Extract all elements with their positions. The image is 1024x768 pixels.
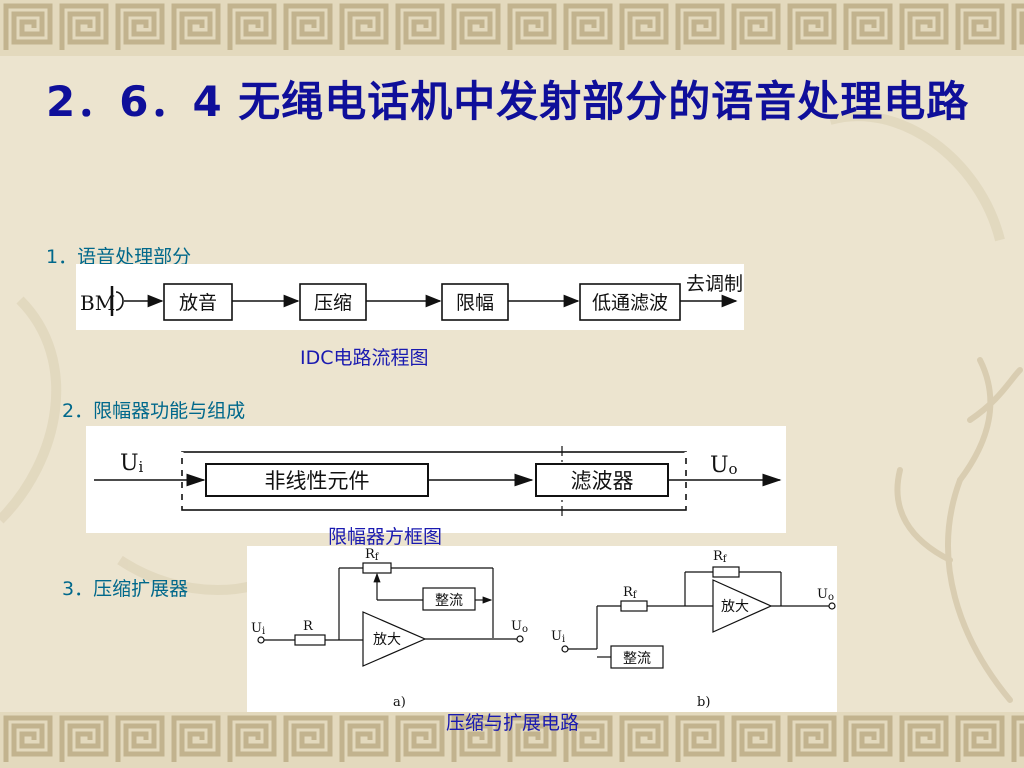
mic-label: BM (80, 291, 115, 315)
circuit-b-ui: Ui (551, 629, 565, 645)
section1-heading: 1．语音处理部分 (46, 246, 192, 268)
block-compress-label: 压缩 (314, 292, 352, 314)
block-playback-label: 放音 (179, 292, 217, 314)
section1-caption: IDC电路流程图 (300, 347, 429, 369)
block-filter-label: 滤波器 (571, 469, 634, 493)
block-limit (441, 283, 509, 321)
block-nonlinear (205, 463, 429, 497)
block-lowpass (579, 283, 681, 321)
compander-circuits: Ui R Rf 整流 放大 Uo a) Ui Rf Rf 放大 (247, 546, 837, 712)
circuit-b-rf-top: Rf (713, 549, 728, 565)
output-label: 去调制 (686, 273, 743, 295)
circuit-a-rf: Rf (365, 547, 380, 563)
circuit-b-rectifier: 整流 (623, 651, 651, 667)
circuit-a-ui: Ui (251, 621, 265, 637)
top-border-pattern (0, 0, 1024, 56)
block-lowpass-label: 低通滤波 (592, 292, 668, 314)
circuit-a-r: R (303, 619, 314, 634)
circuit-b-rf: Rf (623, 585, 638, 601)
bottom-border-pattern (0, 712, 1024, 768)
circuit-b-amp: 放大 (721, 599, 749, 615)
section2-caption: 限幅器方框图 (328, 526, 443, 548)
circuit-b-uo: Uo (817, 587, 834, 603)
ui-label: Ui (120, 451, 144, 476)
section3-caption: 压缩与扩展电路 (446, 712, 580, 734)
circuit-a-uo: Uo (511, 619, 528, 635)
circuit-b-tag: b) (697, 695, 710, 710)
branch-decoration (894, 357, 1023, 703)
limiter-block-diagram: Ui 非线性元件 滤波器 Uo (86, 426, 786, 533)
circuit-b (561, 566, 836, 669)
block-playback (163, 283, 233, 321)
slide-title: 2．6．4 无绳电话机中发射部分的语音处理电路 (46, 77, 970, 126)
circuit-a-rectifier: 整流 (435, 593, 463, 609)
circuit-a-tag: a) (393, 695, 406, 710)
block-nonlinear-label: 非线性元件 (265, 469, 370, 493)
idc-flow-diagram: BM 放音 压缩 限幅 低通滤波 去调制 (76, 264, 744, 330)
block-limit-label: 限幅 (456, 292, 494, 314)
mic-icon (115, 291, 124, 311)
uo-label: Uo (710, 453, 738, 478)
block-filter (535, 463, 669, 497)
section2-heading: 2．限幅器功能与组成 (62, 400, 246, 422)
block-compress (299, 283, 367, 321)
section3-heading: 3．压缩扩展器 (62, 578, 189, 600)
circuit-a-amp: 放大 (373, 632, 401, 648)
circuit-a (257, 562, 524, 667)
